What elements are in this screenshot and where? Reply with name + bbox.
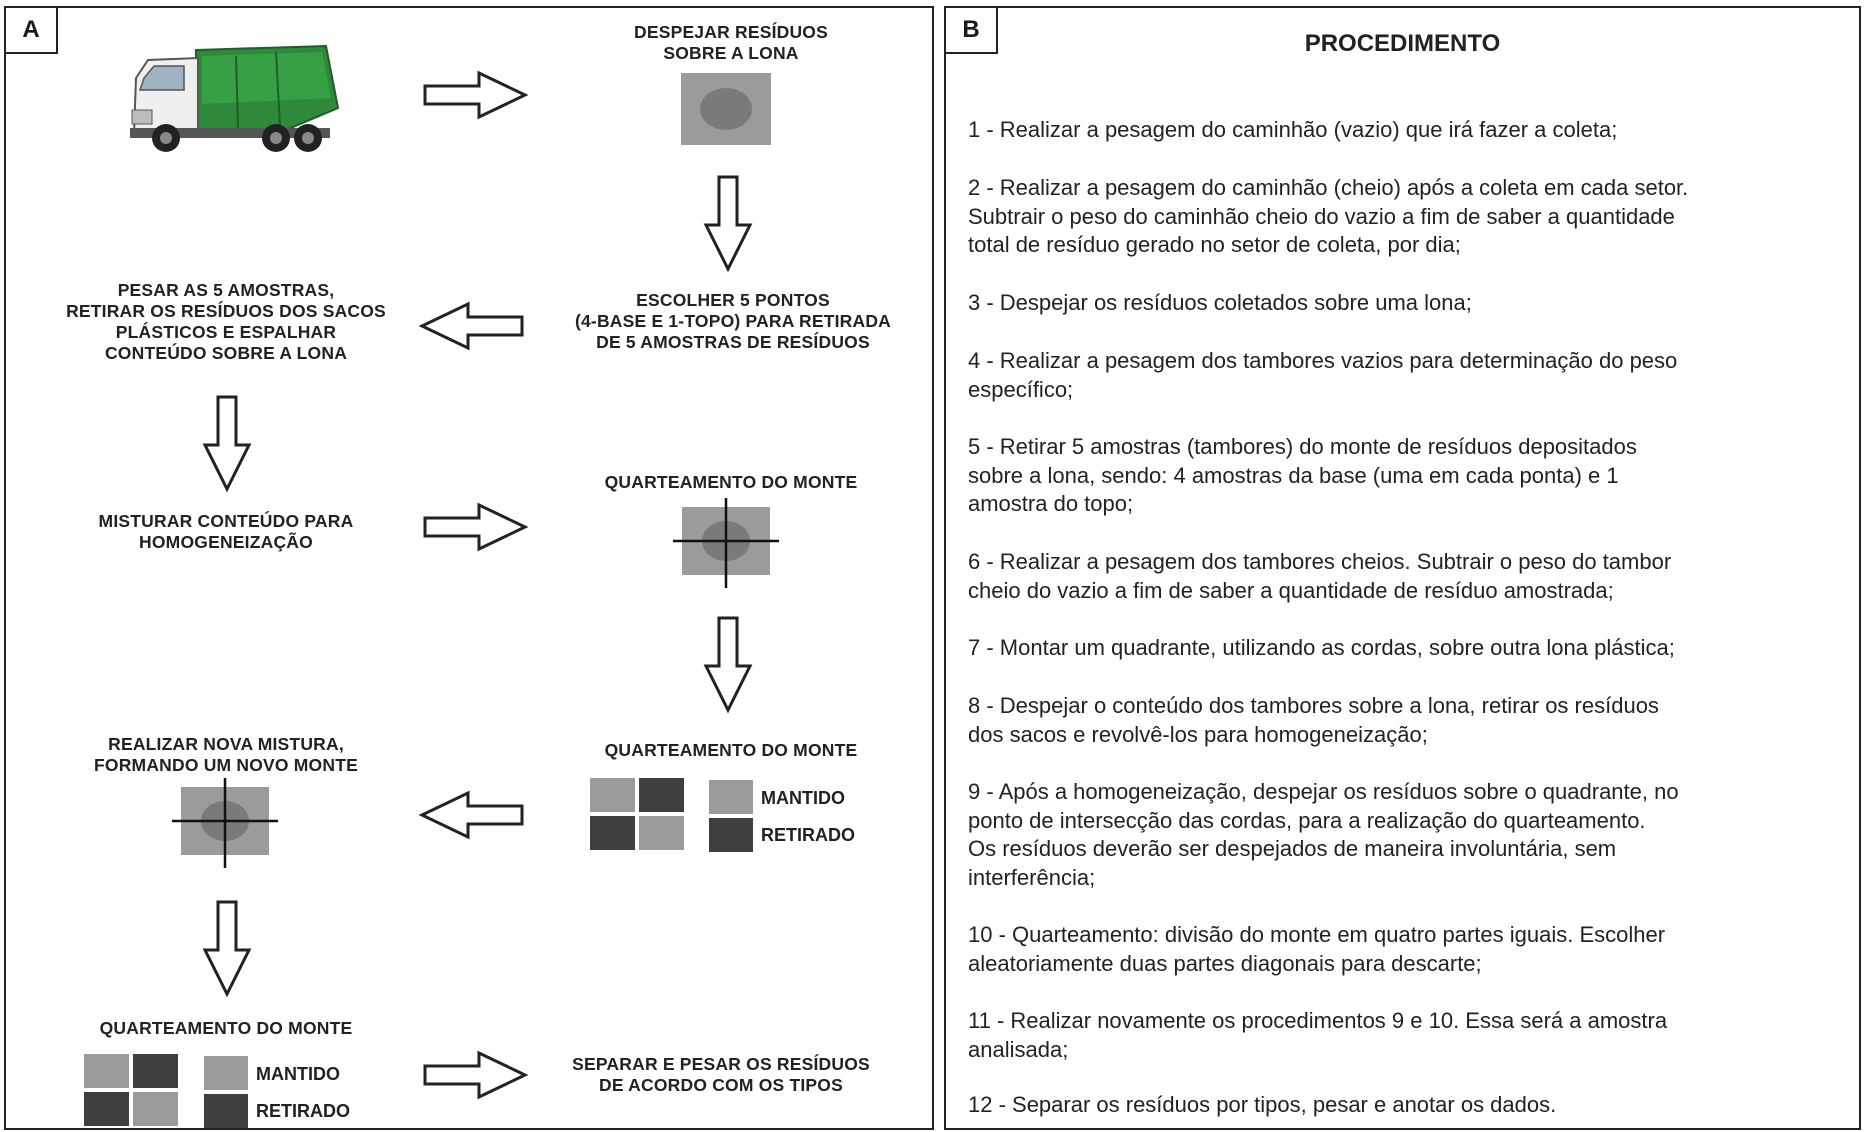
legend-removed-label: RETIRADO <box>256 1101 350 1121</box>
legend-kept-label: MANTIDO <box>761 788 845 808</box>
caption-quartering-1: QUARTEAMENTO DO MONTE <box>604 472 858 492</box>
caption-mix-content: MISTURAR CONTEÚDO PARA HOMOGENEIZAÇÃO <box>98 511 354 552</box>
procedure-step: 11 - Realizar novamente os procedimentos… <box>968 1008 1668 1062</box>
caption-separate-weigh: SEPARAR E PESAR OS RESÍDUOS DE ACORDO CO… <box>572 1054 870 1095</box>
legend-removed-swatch <box>709 818 753 852</box>
panel-b-procedure: B PROCEDIMENTO 1 - Realizar a pesagem do… <box>944 6 1861 1130</box>
quartering-pile-icon <box>673 498 779 588</box>
new-pile-icon <box>172 778 278 868</box>
arrow-right-icon <box>423 70 529 120</box>
arrow-down-icon <box>202 900 252 998</box>
procedure-step: 12 - Separar os resíduos por tipos, pesa… <box>968 1092 1557 1117</box>
legend-kept-label: MANTIDO <box>256 1064 340 1084</box>
legend-removed-label: RETIRADO <box>761 825 855 845</box>
arrow-right-icon <box>423 502 529 552</box>
caption-quartering-3: QUARTEAMENTO DO MONTE <box>99 1018 353 1038</box>
quadrant-grid-icon <box>590 778 684 850</box>
legend-removed-swatch <box>204 1094 248 1128</box>
arrow-left-icon <box>418 301 524 351</box>
arrow-down-icon <box>703 175 753 273</box>
legend-kept-swatch <box>709 780 753 814</box>
procedure-step: 3 - Despejar os resíduos coletados sobre… <box>968 290 1472 315</box>
procedure-step: 8 - Despejar o conteúdo dos tambores sob… <box>968 693 1659 747</box>
legend-kept-swatch <box>204 1056 248 1090</box>
procedure-step: 5 - Retirar 5 amostras (tambores) do mon… <box>968 434 1637 516</box>
garbage-truck-icon <box>130 44 340 152</box>
procedure-step: 10 - Quarteamento: divisão do monte em q… <box>968 922 1666 976</box>
procedure-step: 9 - Após a homogeneização, despejar os r… <box>968 779 1679 890</box>
quadrant-grid-icon <box>84 1054 178 1126</box>
caption-weigh-samples: PESAR AS 5 AMOSTRAS, RETIRAR OS RESÍDUOS… <box>66 280 386 363</box>
procedure-step: 7 - Montar um quadrante, utilizando as c… <box>968 635 1675 660</box>
procedure-step: 2 - Realizar a pesagem do caminhão (chei… <box>968 175 1689 257</box>
caption-dump-waste: DESPEJAR RESÍDUOS SOBRE A LONA <box>633 22 828 63</box>
arrow-left-icon <box>418 790 524 840</box>
caption-quartering-2: QUARTEAMENTO DO MONTE <box>604 740 858 760</box>
procedure-title: PROCEDIMENTO <box>1304 30 1501 57</box>
panel-b-letter: B <box>946 8 998 54</box>
procedure-step: 4 - Realizar a pesagem dos tambores vazi… <box>968 348 1678 402</box>
arrow-down-icon <box>703 616 753 714</box>
panel-a-letter: A <box>6 8 58 54</box>
arrow-down-icon <box>202 395 252 493</box>
waste-pile-tarp-icon <box>681 73 771 145</box>
caption-new-mix: REALIZAR NOVA MISTURA, FORMANDO UM NOVO … <box>94 734 358 775</box>
procedure-step: 1 - Realizar a pesagem do caminhão (vazi… <box>968 117 1618 142</box>
panel-a-flowchart: A DESPEJAR RESÍDUOS SOBRE A LONA ESCOLHE… <box>4 6 934 1130</box>
arrow-right-icon <box>423 1050 529 1100</box>
caption-choose-points: ESCOLHER 5 PONTOS (4-BASE E 1-TOPO) PARA… <box>574 290 892 352</box>
procedure-step: 6 - Realizar a pesagem dos tambores chei… <box>968 549 1672 603</box>
